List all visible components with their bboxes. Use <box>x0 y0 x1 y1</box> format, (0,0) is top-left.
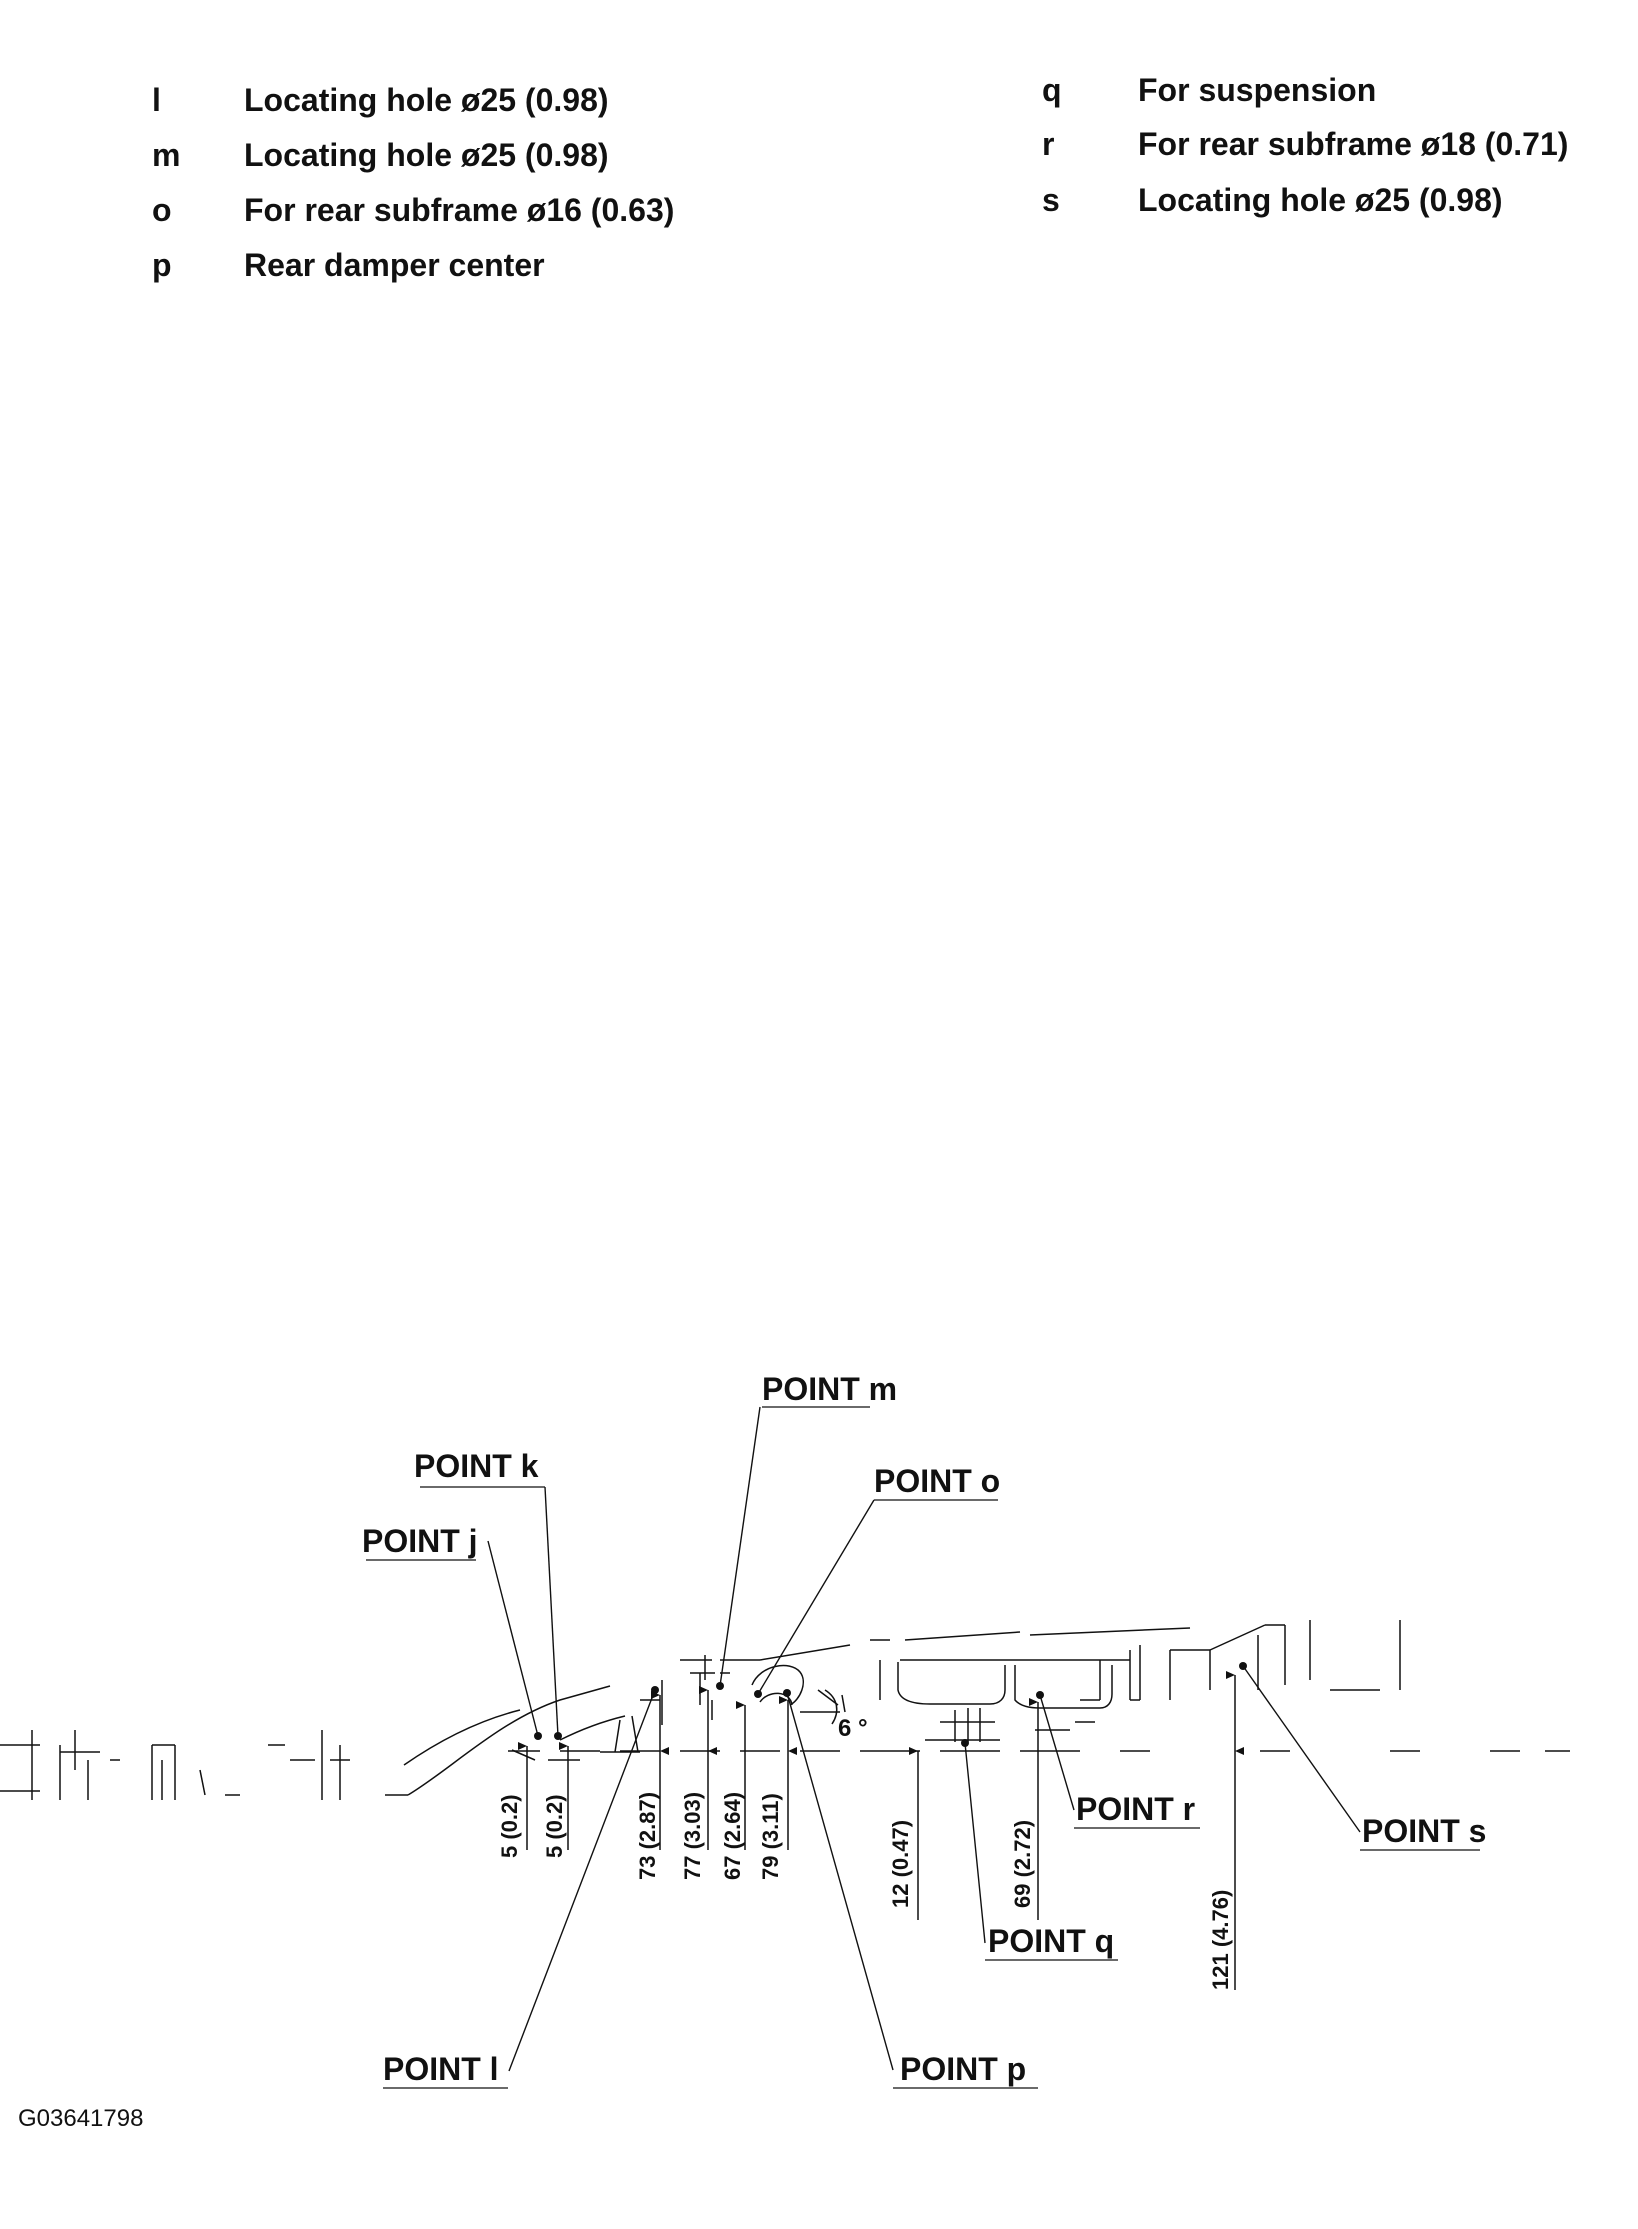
point-p-label: POINT p <box>900 2051 1026 2087</box>
point-m-label: POINT m <box>762 1371 897 1407</box>
point-k-label: POINT k <box>414 1448 539 1484</box>
angle-label: 6 ° <box>838 1715 868 1742</box>
legend-key: r <box>1042 126 1055 162</box>
dimension-s: 121 (4.76) <box>1208 1890 1233 1990</box>
point-o-label: POINT o <box>874 1463 1000 1499</box>
legend-key: o <box>152 192 172 228</box>
body-outline-left <box>0 1730 408 1800</box>
legend-text: Locating hole ø25 (0.98) <box>244 137 609 173</box>
dimension-p: 79 (3.11) <box>758 1793 783 1880</box>
figure-id: G03641798 <box>18 2105 144 2132</box>
legend-key: s <box>1042 182 1060 218</box>
damper-mount <box>720 1627 1191 1713</box>
dimension-q: 12 (0.47) <box>888 1820 913 1908</box>
legend-key: m <box>152 137 181 173</box>
point-j-label: POINT j <box>362 1523 478 1559</box>
legend-key: l <box>152 82 161 118</box>
label-underlines <box>366 1406 1480 2089</box>
dimension-m: 77 (3.03) <box>680 1792 705 1880</box>
dimension-k: 5 (0.2) <box>542 1794 567 1858</box>
point-l-label: POINT l <box>383 2051 499 2087</box>
point-r-label: POINT r <box>1076 1791 1195 1827</box>
point-q-label: POINT q <box>988 1923 1114 1959</box>
dimension-j: 5 (0.2) <box>497 1794 522 1858</box>
body-outline-center <box>403 1655 730 1796</box>
legend-text: Locating hole ø25 (0.98) <box>1138 182 1503 218</box>
dimension-r: 69 (2.72) <box>1010 1820 1035 1908</box>
point-s-label: POINT s <box>1362 1813 1486 1849</box>
legend-text: For rear subframe ø18 (0.71) <box>1138 126 1569 162</box>
legend-text: For suspension <box>1138 72 1377 108</box>
dimension-lines <box>518 1671 1244 1990</box>
legend-key: q <box>1042 72 1062 108</box>
legend-text: For rear subframe ø16 (0.63) <box>244 192 675 228</box>
legend-text: Locating hole ø25 (0.98) <box>244 82 609 118</box>
rear-frame <box>879 1620 1401 1742</box>
dimension-l: 73 (2.87) <box>635 1792 660 1880</box>
leader-lines <box>487 1406 1361 2072</box>
dimension-o: 67 (2.64) <box>720 1792 745 1880</box>
legend-key: p <box>152 247 172 283</box>
legend-text: Rear damper center <box>244 247 545 283</box>
